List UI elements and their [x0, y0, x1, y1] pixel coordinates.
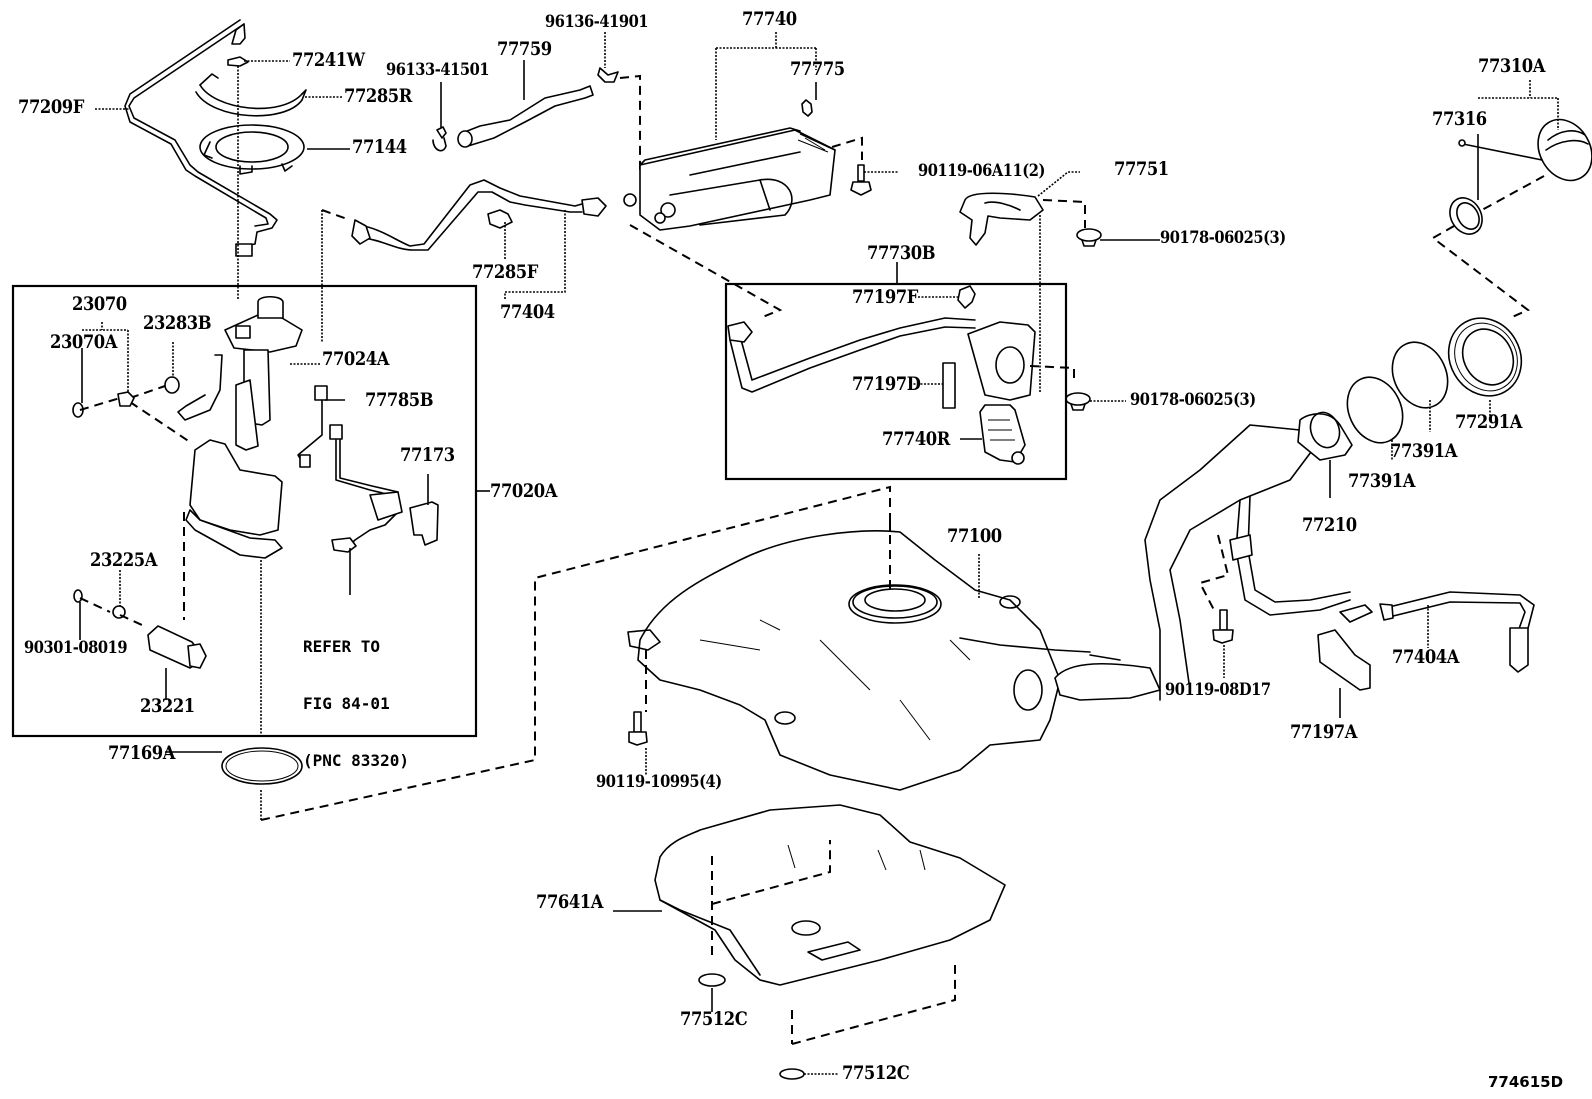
label-77173[interactable]: 77173	[400, 444, 455, 466]
vapor-tube-77730B	[727, 317, 1036, 401]
sender-23221	[147, 625, 207, 669]
o-ring-90301-08019	[73, 589, 83, 603]
label-77512C-a[interactable]: 77512C	[680, 1008, 748, 1030]
label-77512C-b[interactable]: 77512C	[842, 1062, 910, 1084]
filler-pipe-77210	[1054, 411, 1353, 701]
gasket-77169A	[221, 747, 303, 785]
hose-77759	[457, 85, 594, 148]
label-77751[interactable]: 77751	[1114, 158, 1169, 180]
bolt-90119-10995	[628, 711, 648, 746]
label-77740[interactable]: 77740	[742, 8, 797, 30]
retainer-77285R	[195, 73, 307, 117]
label-77285F[interactable]: 77285F	[472, 261, 538, 283]
label-77210[interactable]: 77210	[1302, 514, 1357, 536]
bolt-90119-06A11	[850, 164, 872, 196]
label-90178-06025-mid[interactable]: 90178-06025(3)	[1130, 390, 1256, 410]
clip-96136-41901	[597, 67, 619, 83]
label-90119-06A11[interactable]: 90119-06A11(2)	[918, 161, 1045, 181]
vent-tube-77209F	[124, 19, 278, 257]
bracket-77751	[959, 192, 1044, 246]
figure-id: 774615D	[1488, 1073, 1564, 1091]
clip-77285F	[487, 209, 513, 229]
clip-90178-06025-top	[1076, 228, 1102, 247]
label-96136-41901[interactable]: 96136-41901	[545, 12, 649, 32]
leader-lines	[79, 32, 1559, 1075]
assembly-frame-77020A	[11, 284, 478, 738]
o-ring-77391A-a	[1391, 341, 1449, 409]
wire-harness	[329, 424, 403, 553]
label-77740R[interactable]: 77740R	[882, 428, 950, 450]
label-77100[interactable]: 77100	[947, 525, 1002, 547]
fuel-tank-77100	[627, 530, 1091, 791]
reference-note-line-2: FIG 84-01	[303, 694, 390, 713]
label-77291A[interactable]: 77291A	[1455, 411, 1522, 433]
label-77197A[interactable]: 77197A	[1290, 721, 1357, 743]
label-77785B[interactable]: 77785B	[365, 389, 434, 411]
cap-77775	[801, 99, 813, 117]
label-77310A[interactable]: 77310A	[1478, 55, 1545, 77]
o-ring-77391A-b	[1346, 376, 1404, 444]
filter-23225A	[112, 605, 126, 619]
label-23070[interactable]: 23070	[72, 293, 127, 315]
label-77730B[interactable]: 77730B	[867, 242, 936, 264]
tube-77404	[351, 179, 607, 251]
tube-77404A	[1339, 591, 1535, 673]
label-23070A[interactable]: 23070A	[50, 331, 117, 353]
protector-77641A	[654, 804, 1006, 986]
clip-96133-41501	[432, 126, 447, 152]
label-23221[interactable]: 23221	[140, 695, 195, 717]
label-77241W[interactable]: 77241W	[292, 49, 365, 71]
label-90178-06025-top[interactable]: 90178-06025(3)	[1160, 228, 1286, 248]
regulator-23070	[117, 391, 135, 407]
bracket-77173	[409, 501, 439, 546]
label-23283B[interactable]: 23283B	[143, 312, 212, 334]
label-77404A[interactable]: 77404A	[1392, 646, 1459, 668]
label-77020A[interactable]: 77020A	[490, 480, 557, 502]
label-90119-10995[interactable]: 90119-10995(4)	[596, 772, 722, 792]
label-77391A-a[interactable]: 77391A	[1390, 440, 1457, 462]
label-77169A[interactable]: 77169A	[108, 742, 175, 764]
label-77775[interactable]: 77775	[790, 58, 845, 80]
gasket-77316	[1449, 197, 1483, 235]
label-77285R[interactable]: 77285R	[344, 85, 412, 107]
cushion-23283B	[164, 376, 180, 394]
label-77197F[interactable]: 77197F	[852, 286, 918, 308]
pump-module-77024A	[224, 295, 303, 451]
label-77641A[interactable]: 77641A	[536, 891, 603, 913]
reference-note-line-1: REFER TO	[303, 637, 381, 656]
wire-77785B	[297, 385, 328, 468]
canister-77740	[623, 127, 836, 231]
label-23225A[interactable]: 23225A	[90, 549, 157, 571]
label-90119-08D17[interactable]: 90119-08D17	[1165, 680, 1271, 700]
reference-note: REFER TO FIG 84-01 (PNC 83320)	[303, 599, 409, 789]
label-77759[interactable]: 77759	[497, 38, 552, 60]
bolt-90119-08D17	[1212, 609, 1234, 644]
label-77404[interactable]: 77404	[500, 301, 555, 323]
filter-body	[185, 439, 283, 559]
label-96133-41501[interactable]: 96133-41501	[386, 60, 490, 80]
o-ring-23070A	[72, 402, 84, 418]
clip-77512C-b	[779, 1068, 805, 1080]
lock-ring-77144	[199, 124, 305, 175]
valve-77740R	[979, 404, 1026, 465]
label-90301-08019[interactable]: 90301-08019	[24, 638, 128, 658]
bracket-77197A	[1317, 629, 1371, 691]
ring-77291A	[1447, 317, 1523, 397]
spacer-77197D	[942, 362, 956, 409]
label-77209F[interactable]: 77209F	[18, 96, 84, 118]
reference-note-line-3: (PNC 83320)	[303, 751, 409, 770]
label-77024A[interactable]: 77024A	[322, 348, 389, 370]
pump-hose	[177, 354, 223, 421]
label-77316[interactable]: 77316	[1432, 108, 1487, 130]
label-77197D[interactable]: 77197D	[852, 373, 921, 395]
clip-90178-06025-mid	[1065, 392, 1091, 411]
clip-77241W	[227, 56, 249, 67]
clip-77197F	[957, 285, 976, 309]
label-77144[interactable]: 77144	[352, 136, 407, 158]
label-77391A-b[interactable]: 77391A	[1348, 470, 1415, 492]
clip-77512C-a	[698, 973, 726, 987]
assembly-frame-77730B	[724, 282, 1068, 481]
fuel-cap-77310A	[1458, 118, 1592, 182]
